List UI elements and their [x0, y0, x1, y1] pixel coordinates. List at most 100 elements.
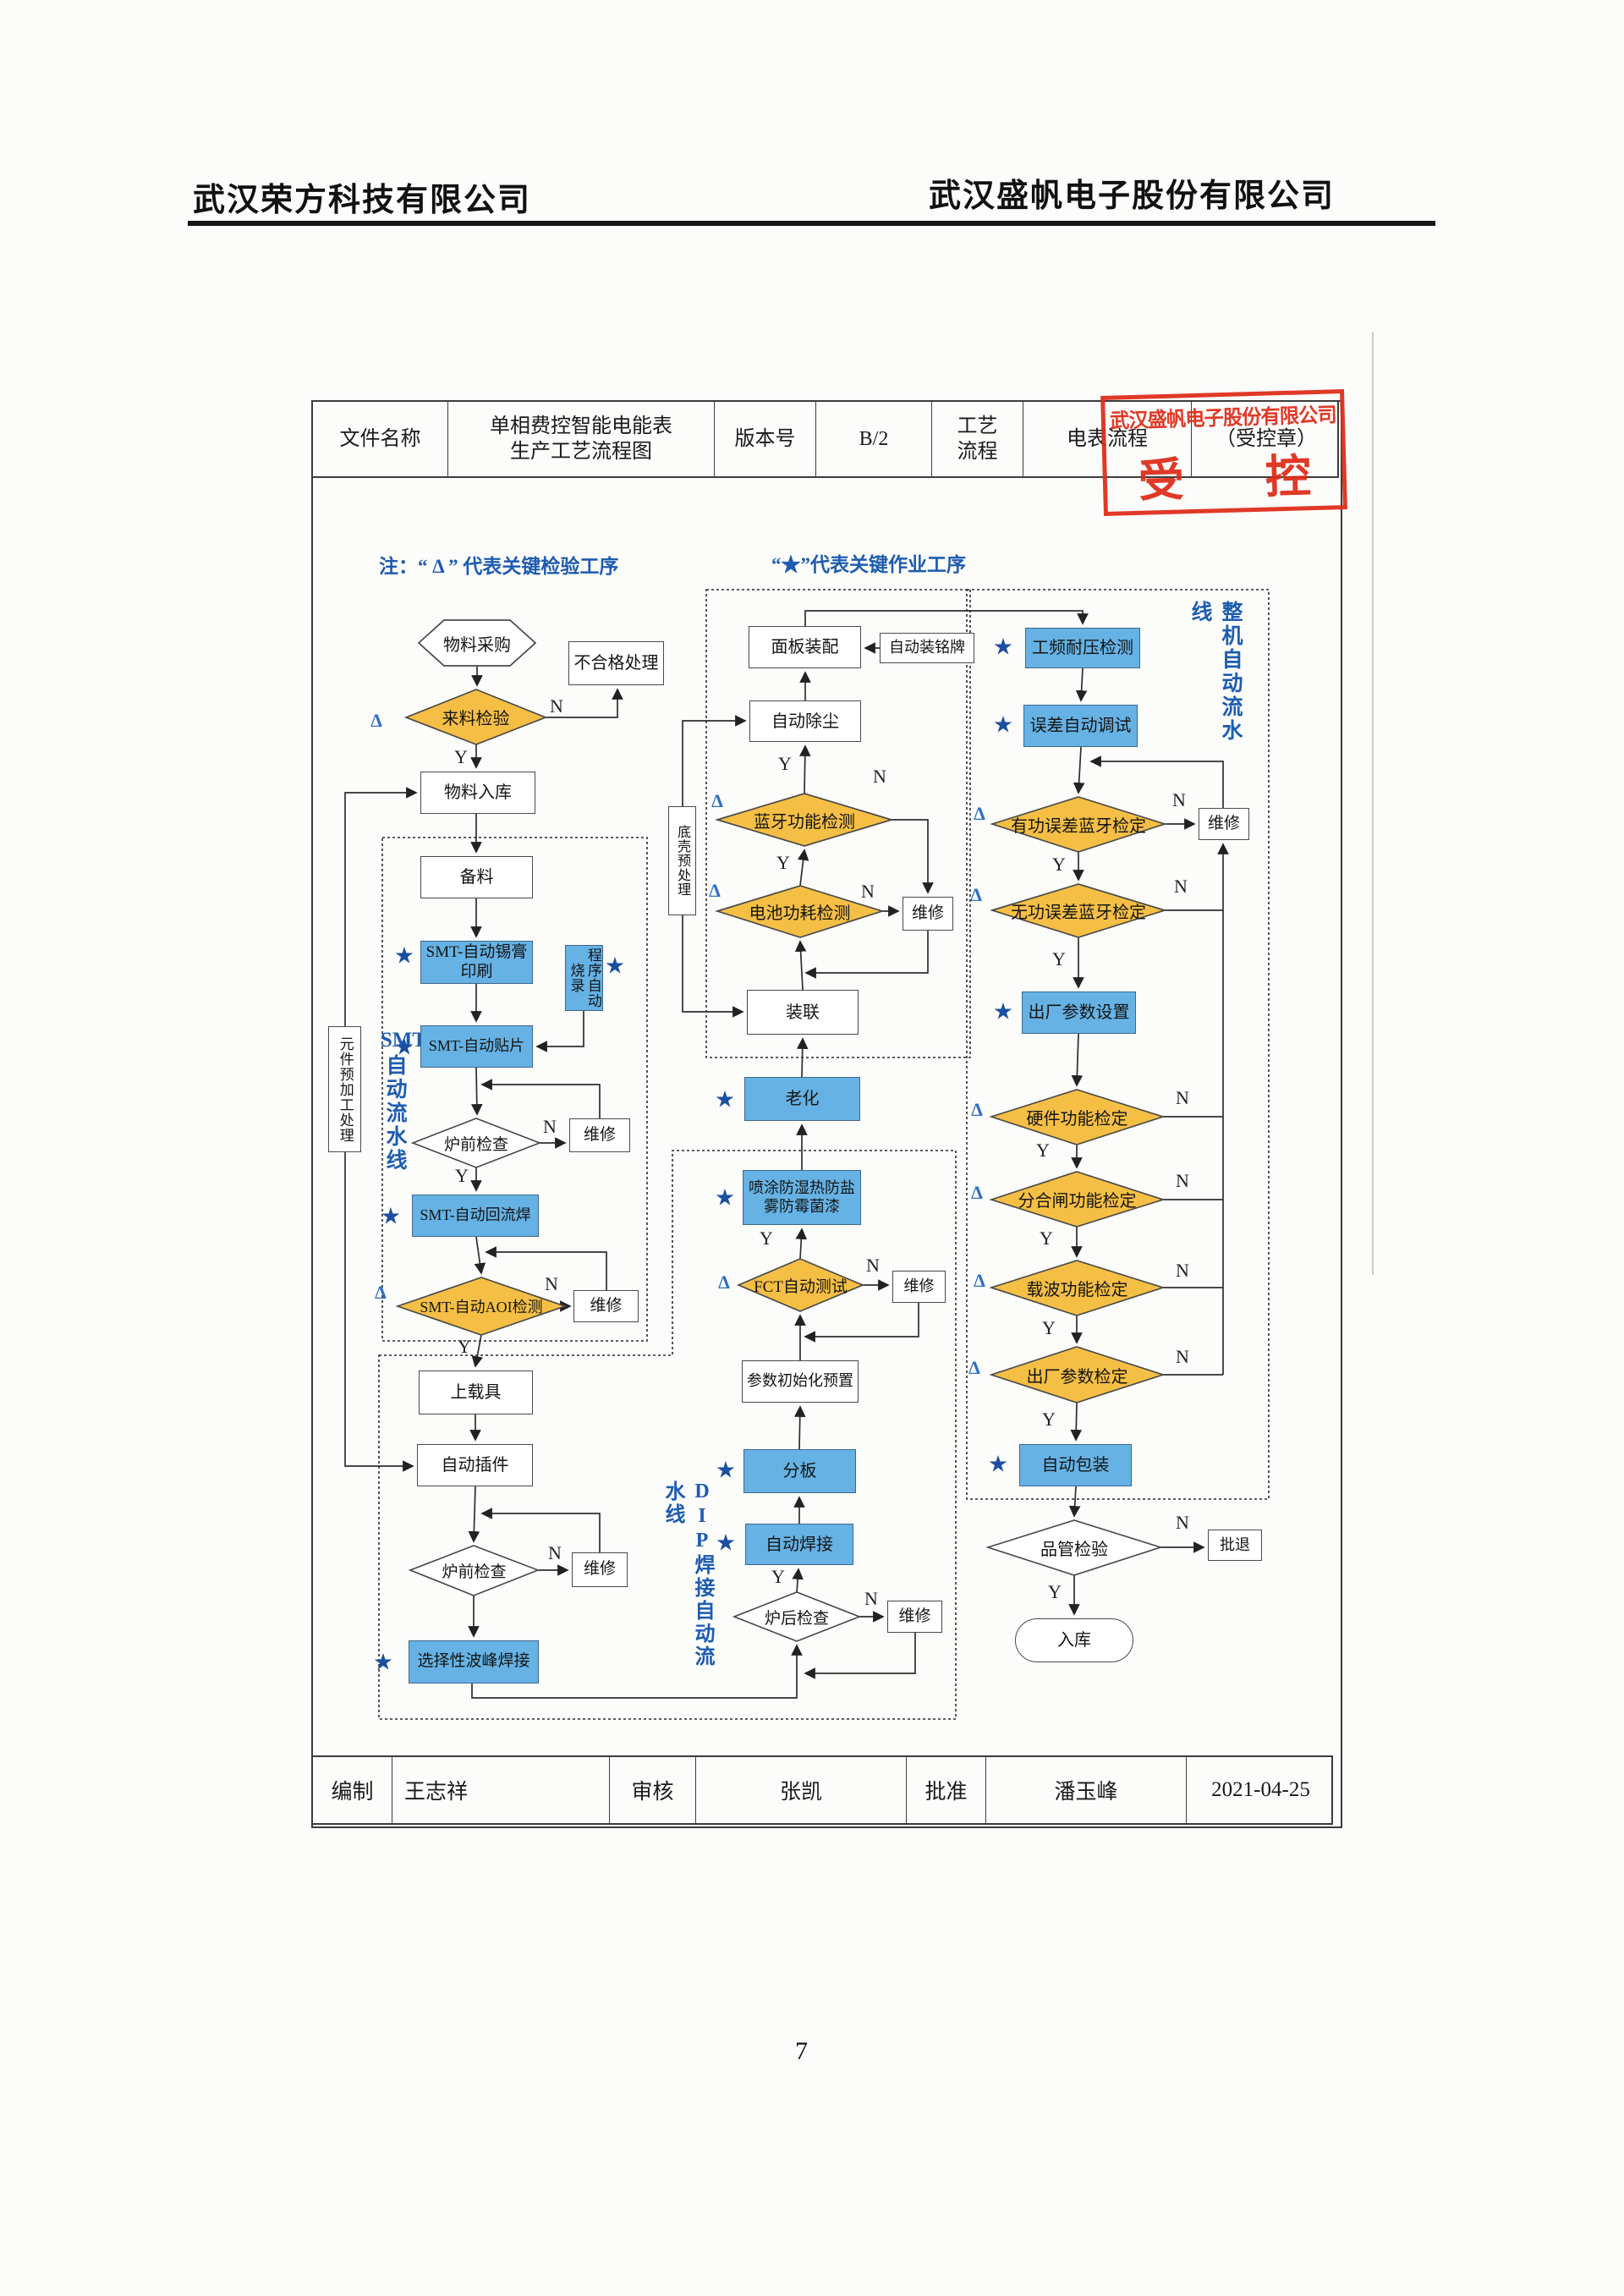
repair-box-4: 维修	[903, 897, 953, 931]
flow-branch-label-y: Y	[1040, 1228, 1053, 1249]
title-cell-file-name: 单相费控智能电能表生产工艺流程图	[448, 402, 715, 476]
smt-placement-box: SMT-自动贴片	[420, 1025, 533, 1068]
title-cell-file-label: 文件名称	[313, 402, 448, 476]
machine-line-box	[966, 589, 1270, 1500]
controlled-stamp: 武汉盛帆电子股份有限公司 受控	[1100, 389, 1347, 516]
label-machine-line: 整机自动流水线	[1188, 601, 1242, 743]
key-operation-star-icon: ★	[992, 998, 1014, 1024]
flow-branch-label-n: N	[1176, 1346, 1189, 1367]
hipot-test-box: 工频耐压检测	[1025, 628, 1140, 668]
flow-branch-label-n: N	[543, 1116, 557, 1137]
key-operation-star-icon: ★	[393, 942, 415, 969]
selective-wave-box: 选择性波峰焊接	[409, 1640, 539, 1684]
key-inspection-delta-icon: Δ	[709, 880, 721, 901]
flow-branch-label-n: N	[1172, 789, 1186, 810]
warehouse-in-box: 入库	[1015, 1618, 1133, 1662]
page-number: 7	[795, 2037, 808, 2065]
group-boxes	[378, 589, 1270, 1720]
key-inspection-delta-icon: Δ	[974, 1270, 985, 1291]
flow-branch-label-n: N	[545, 1273, 558, 1294]
approved-label: 批准	[907, 1757, 986, 1823]
flow-branch-label-n: N	[873, 766, 886, 787]
stamp-company: 武汉盛帆电子股份有限公司	[1109, 404, 1337, 433]
flow-branch-label-y: Y	[1036, 1140, 1050, 1161]
approval-date: 2021-04-25	[1211, 1778, 1310, 1801]
key-inspection-delta-icon: Δ	[974, 803, 985, 824]
auto-insert-box: 自动插件	[417, 1444, 533, 1486]
flow-branch-label-n: N	[866, 1255, 880, 1276]
flow-connectors	[344, 610, 1229, 1699]
repair-box-3: 维修	[572, 1552, 628, 1587]
approved-by: 潘玉峰	[986, 1757, 1187, 1823]
depanel-box: 分板	[743, 1449, 856, 1493]
title-cell-version-value: B/2	[816, 402, 932, 476]
batch-reject-box: 批退	[1208, 1530, 1262, 1561]
flow-branch-label-y: Y	[771, 1566, 785, 1587]
key-inspection-delta-icon: Δ	[968, 1357, 980, 1378]
flow-branch-label-y: Y	[776, 852, 790, 873]
flow-branch-label-n: N	[1176, 1512, 1189, 1533]
title-cell-process-label: 工艺流程	[932, 402, 1023, 476]
material-storage-box: 物料入库	[420, 772, 535, 814]
coating-box: 喷涂防湿热防盐雾防霉菌漆	[743, 1170, 861, 1225]
key-inspection-delta-icon: Δ	[718, 1272, 730, 1293]
shell-preprocess-box: 底壳预处理	[668, 806, 696, 915]
carrier-check-diamond	[989, 1260, 1166, 1316]
scan-artifact-line	[1372, 332, 1374, 1275]
repair-box-1: 维修	[569, 1118, 630, 1152]
param-init-box: 参数初始化预置	[742, 1360, 859, 1403]
aging-box: 老化	[744, 1077, 860, 1121]
reactive-error-diamond	[990, 883, 1167, 938]
repair-box-6: 维修	[887, 1601, 942, 1633]
reflow-box: SMT-自动回流焊	[412, 1195, 539, 1237]
title-cell-version-label: 版本号	[715, 402, 816, 476]
title-table: 文件名称 单相费控智能电能表生产工艺流程图 版本号 B/2 工艺流程 电表流程 …	[311, 400, 1339, 478]
nonconforming-box: 不合格处理	[568, 641, 664, 685]
key-operation-star-icon: ★	[992, 634, 1014, 660]
solder-paste-print-box: SMT-自动锡膏印刷	[420, 941, 533, 984]
repair-box-7: 维修	[1199, 808, 1249, 840]
hardware-check-diamond	[989, 1089, 1166, 1145]
qc-inspection-diamond	[985, 1519, 1163, 1576]
flow-branch-label-y: Y	[760, 1228, 773, 1249]
reviewed-by: 张凯	[696, 1757, 907, 1823]
flow-branch-label-n: N	[550, 695, 563, 717]
dip-line-box	[378, 1150, 957, 1720]
key-inspection-delta-icon: Δ	[971, 1099, 983, 1120]
factory-param-set-box: 出厂参数设置	[1022, 991, 1136, 1034]
incoming-inspection-diamond	[403, 689, 548, 745]
fct-test-diamond	[736, 1258, 865, 1312]
key-operation-star-icon: ★	[372, 1649, 394, 1675]
aoi-diamond	[395, 1277, 568, 1336]
prepared-label: 编制	[313, 1757, 392, 1823]
furnace-check-2-diamond	[408, 1545, 540, 1596]
key-inspection-delta-icon: Δ	[970, 884, 982, 905]
company-name-left: 武汉荣方科技有限公司	[193, 183, 532, 218]
flow-branch-label-y: Y	[1042, 1409, 1056, 1430]
dust-removal-box: 自动除尘	[749, 700, 861, 742]
flow-branch-label-n: N	[548, 1542, 562, 1563]
flow-branch-label-y: Y	[1052, 854, 1066, 875]
header-rule	[188, 221, 1435, 226]
furnace-check-1-diamond	[410, 1118, 542, 1168]
key-operation-star-icon: ★	[714, 1184, 736, 1211]
title-cell-process-value: 电表流程	[1023, 402, 1192, 476]
flow-branch-label-n: N	[1174, 876, 1188, 897]
flow-branch-label-y: Y	[1042, 1317, 1056, 1338]
material-prep-box: 备料	[420, 856, 533, 898]
key-operation-star-icon: ★	[380, 1203, 402, 1229]
flow-branch-label-y: Y	[458, 1336, 471, 1357]
assembly-box: 装联	[747, 990, 859, 1035]
key-operation-star-icon: ★	[715, 1457, 737, 1483]
company-name-right: 武汉盛帆电子股份有限公司	[929, 179, 1336, 214]
key-operation-star-icon: ★	[604, 953, 626, 979]
load-fixture-box: 上载具	[419, 1370, 533, 1414]
error-adjust-box: 误差自动调试	[1023, 705, 1138, 747]
flow-shapes	[395, 619, 1167, 1642]
repair-box-2: 维修	[573, 1290, 639, 1322]
note-delta: 注：“ Δ ” 代表关键检验工序	[379, 556, 619, 577]
flow-branch-label-n: N	[1176, 1170, 1189, 1191]
battery-test-diamond	[715, 885, 885, 938]
post-furnace-check-diamond	[732, 1591, 862, 1642]
